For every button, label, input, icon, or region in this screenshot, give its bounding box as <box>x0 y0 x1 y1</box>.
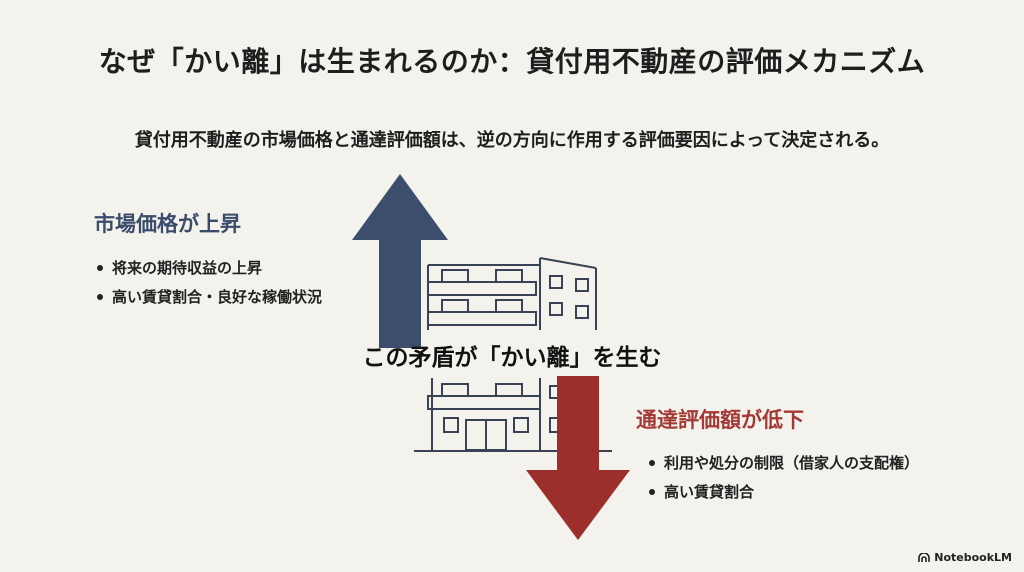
market-price-heading: 市場価格が上昇 <box>94 212 241 236</box>
apartment-building-icon <box>427 257 597 330</box>
assessed-value-factors: 利用や処分の制限（借家人の支配権） 高い賃貸割合 <box>646 453 919 511</box>
list-item: 高い賃貸割合・良好な稼働状況 <box>94 287 322 316</box>
list-item: 高い賃貸割合 <box>646 482 919 511</box>
down-arrow-icon <box>526 376 630 540</box>
list-item: 将来の期待収益の上昇 <box>94 258 322 287</box>
page-title: なぜ「かい離」は生まれるのか：貸付用不動産の評価メカニズム <box>98 45 926 78</box>
notebooklm-logo-icon <box>918 552 931 562</box>
assessed-value-heading: 通達評価額が低下 <box>636 408 804 432</box>
market-price-factors: 将来の期待収益の上昇 高い賃貸割合・良好な稼働状況 <box>94 258 322 316</box>
list-item: 利用や処分の制限（借家人の支配権） <box>646 453 919 482</box>
notebooklm-logo: NotebookLM <box>918 551 1012 564</box>
page-subtitle: 貸付用不動産の市場価格と通達評価額は、逆の方向に作用する評価要因によって決定され… <box>134 130 890 151</box>
logo-text: NotebookLM <box>934 551 1012 564</box>
up-arrow-icon <box>352 174 448 348</box>
center-message: この矛盾が「かい離」を生む <box>362 345 662 371</box>
